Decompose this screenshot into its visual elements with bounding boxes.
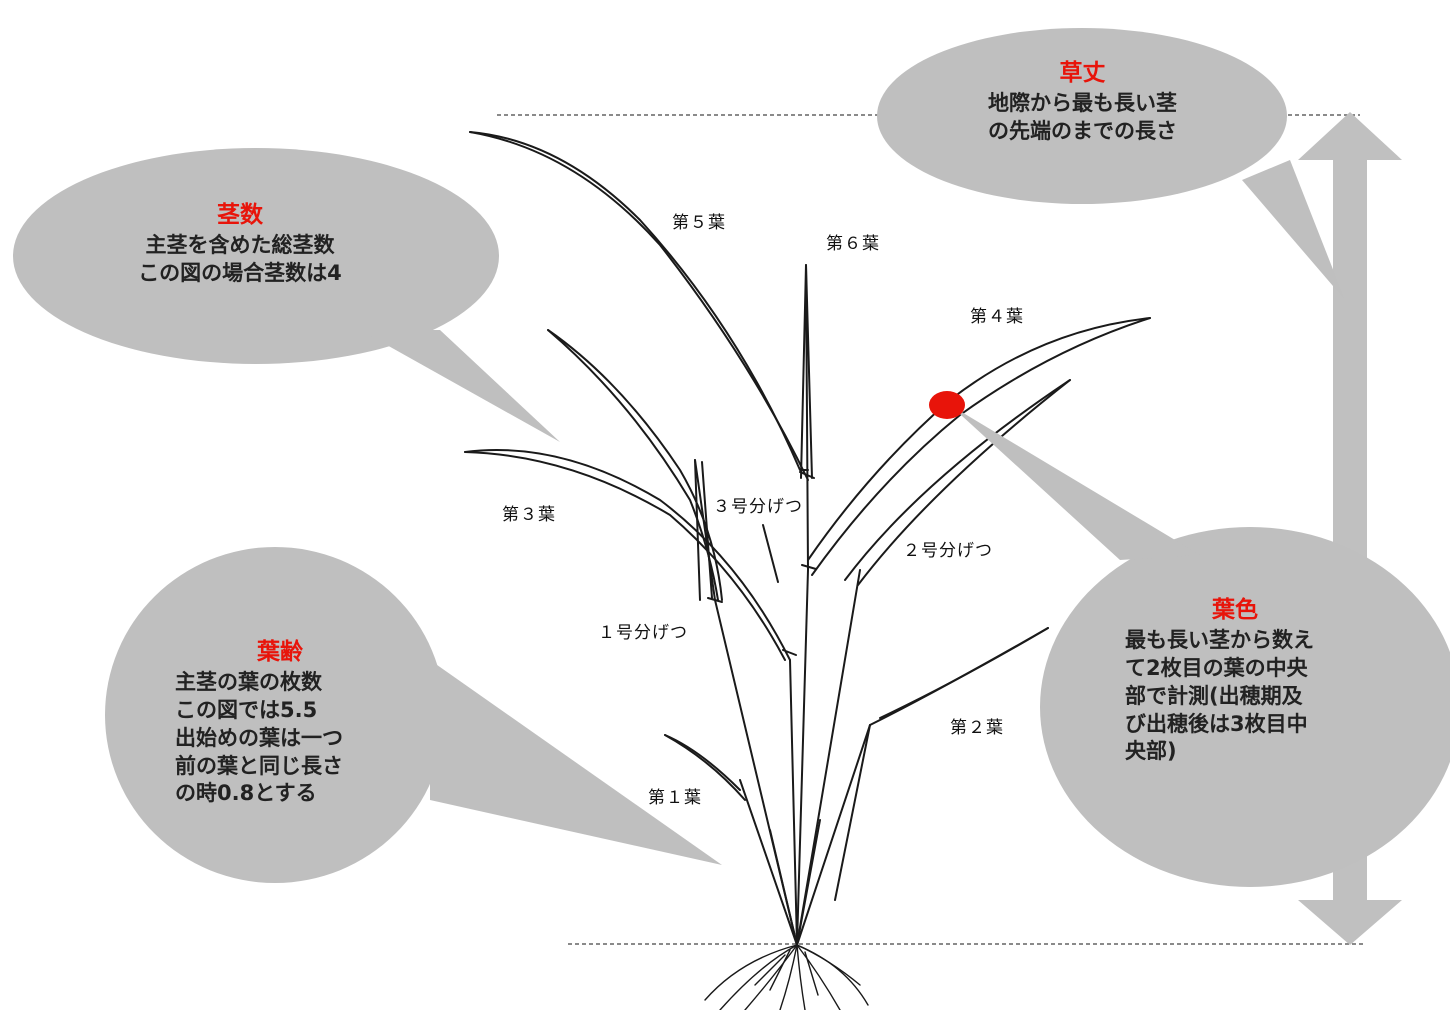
- stem-count-bubble: [13, 148, 560, 442]
- leaf-color-line-3: 部で計測(出穂期及: [1125, 683, 1303, 708]
- plant-height-bubble: [877, 28, 1345, 300]
- leaf-age-line-2: この図では5.5: [175, 698, 318, 723]
- stem-count-line-2: この図の場合茎数は4: [138, 261, 342, 286]
- leaf-color-bubble: [950, 405, 1450, 887]
- leaf-color-line-2: て2枚目の葉の中央: [1125, 656, 1308, 681]
- leaf-age-callout: 葉齢 主茎の葉の枚数 この図では5.5 出始めの葉は一つ 前の葉と同じ長さ の時…: [150, 637, 400, 808]
- label-leaf-6: 第６葉: [826, 234, 880, 254]
- label-tiller-1: １号分げつ: [598, 623, 688, 643]
- label-leaf-3: 第３葉: [502, 505, 556, 525]
- leaf-age-line-5: の時0.8とする: [175, 781, 317, 806]
- label-leaf-1: 第１葉: [648, 788, 702, 808]
- leaf-age-bubble: [105, 547, 722, 883]
- rice-plant-drawing: [464, 131, 1151, 1010]
- leaf-color-callout: 葉色 最も長い茎から数え て2枚目の葉の中央 部で計測(出穂期及 び出穂後は3枚…: [1105, 595, 1405, 766]
- stem-count-callout: 茎数 主茎を含めた総茎数 この図の場合茎数は4: [60, 200, 420, 288]
- plant-height-line-1: 地際から最も長い茎: [988, 91, 1177, 116]
- plant-height-line-2: の先端のまでの長さ: [988, 119, 1177, 144]
- roots: [704, 944, 869, 1010]
- leaf-color-line-4: び出穂後は3枚目中: [1125, 711, 1308, 736]
- leaf-age-line-3: 出始めの葉は一つ: [175, 725, 343, 750]
- label-tiller-3: ３号分げつ: [713, 497, 803, 517]
- plant-height-callout: 草丈 地際から最も長い茎 の先端のまでの長さ: [920, 58, 1245, 146]
- leaf-color-measure-point: [929, 391, 965, 419]
- plant-height-title: 草丈: [1059, 60, 1106, 86]
- leaf-age-line-4: 前の葉と同じ長さ: [175, 753, 343, 778]
- label-leaf-5: 第５葉: [672, 213, 726, 233]
- leaf-age-line-1: 主茎の葉の枚数: [175, 670, 322, 695]
- label-leaf-4: 第４葉: [970, 307, 1024, 327]
- label-leaf-2: 第２葉: [950, 718, 1004, 738]
- stem-count-title: 茎数: [217, 202, 263, 228]
- leaf-color-title: 葉色: [1212, 597, 1258, 623]
- leaf-age-title: 葉齢: [257, 639, 303, 665]
- stem-count-line-1: 主茎を含めた総茎数: [145, 233, 335, 258]
- leaf-color-line-1: 最も長い茎から数え: [1125, 628, 1314, 653]
- label-tiller-2: ２号分げつ: [903, 541, 993, 561]
- leaf-color-line-5: 央部): [1125, 739, 1177, 764]
